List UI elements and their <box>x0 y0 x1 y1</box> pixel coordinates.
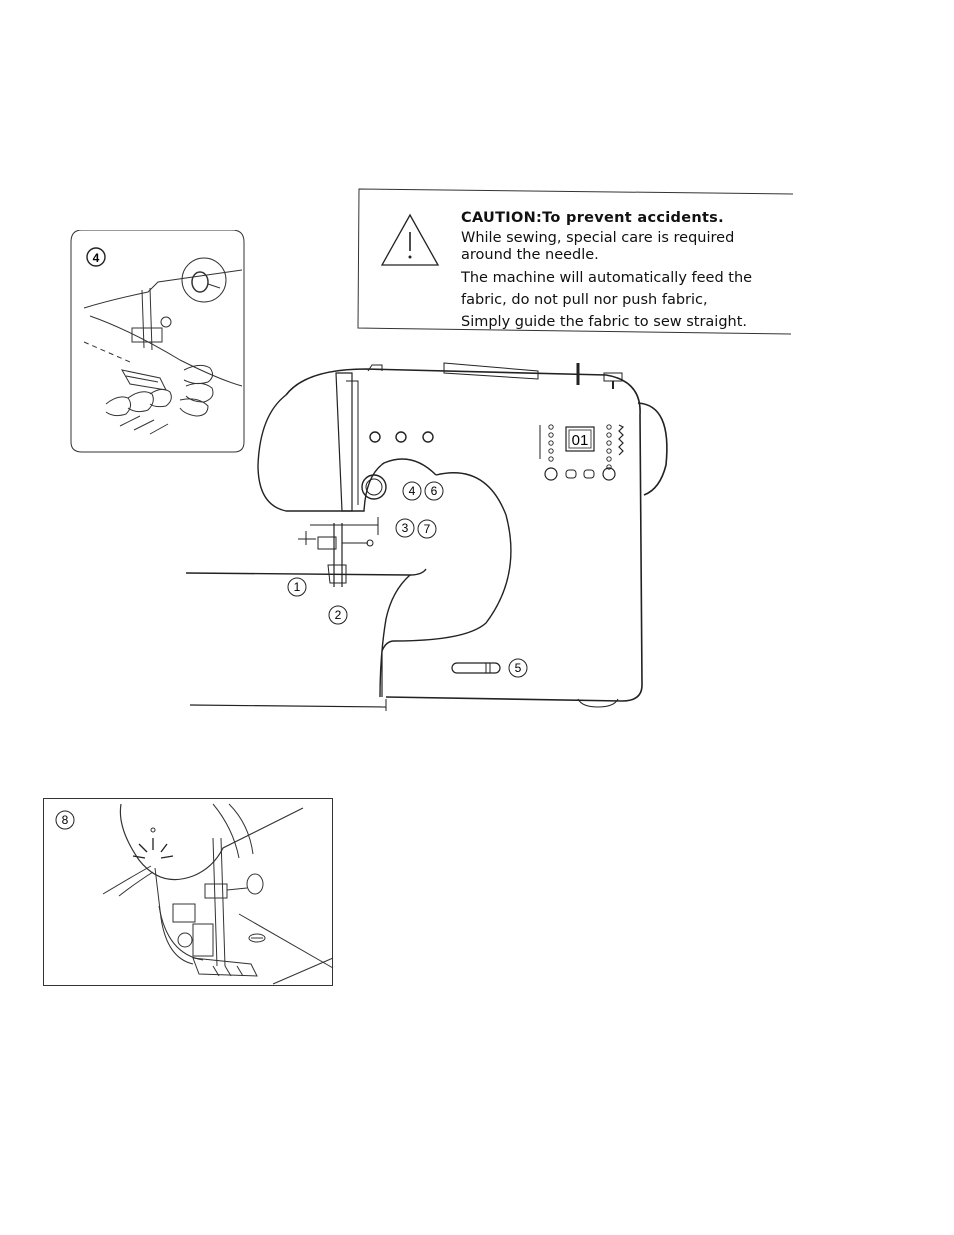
callout-3: 3 <box>402 521 409 535</box>
caution-line: Simply guide the fabric to sew straight. <box>461 312 791 332</box>
callout-4: 4 <box>409 484 416 498</box>
inset-panel-needle-light: 8 <box>43 798 335 988</box>
caution-line: around the needle. <box>461 245 791 265</box>
callout-2: 2 <box>335 608 342 622</box>
callout-5: 5 <box>515 661 522 675</box>
callout-6: 6 <box>431 484 438 498</box>
callout-label: 4 <box>93 251 100 265</box>
caution-line: fabric, do not pull nor push fabric, <box>461 290 791 310</box>
callout-label: 8 <box>62 813 69 827</box>
caution-title: CAUTION:To prevent accidents. <box>461 208 791 228</box>
caution-line: The machine will automatically feed the <box>461 268 791 288</box>
sewing-machine-illustration: 01 1 2 3 7 4 6 5 <box>186 355 676 711</box>
pattern-display: 01 <box>572 432 589 449</box>
callout-7: 7 <box>424 522 431 536</box>
caution-text: CAUTION:To prevent accidents. While sewi… <box>461 208 791 332</box>
callout-1: 1 <box>294 580 301 594</box>
warning-triangle-icon <box>379 212 441 268</box>
caution-box: CAUTION:To prevent accidents. While sewi… <box>357 188 793 336</box>
